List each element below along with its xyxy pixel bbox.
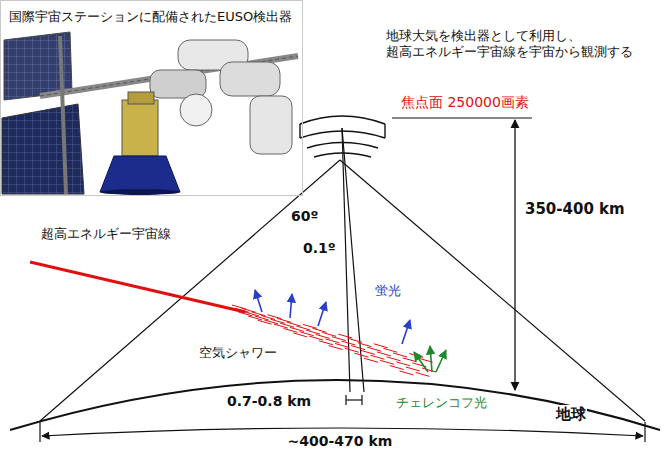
shower-stroke xyxy=(393,353,407,357)
shower-stroke xyxy=(422,368,436,372)
pixel-angle: 0.1º xyxy=(302,240,337,258)
shower-stroke xyxy=(303,324,317,328)
earth-surface xyxy=(10,380,660,430)
cherenkov-label: チェレンコフ光 xyxy=(395,395,488,411)
shower-stroke xyxy=(296,326,310,330)
shower-stroke xyxy=(248,316,262,320)
shower-stroke xyxy=(351,346,365,350)
cosmic-ray-label: 超高エネルギー宇宙線 xyxy=(40,226,172,242)
shower-stroke xyxy=(232,305,246,309)
fluorescence-label: 蛍光 xyxy=(374,283,402,299)
shower-stroke xyxy=(245,312,259,316)
cosmic-ray xyxy=(30,262,245,312)
shower-stroke xyxy=(367,347,381,351)
heading-note: 地球大気を検出器として利用し、 超高エネルギー宇宙線を宇宙から観測する xyxy=(385,28,649,59)
shower-stroke xyxy=(390,366,404,370)
shower-stroke xyxy=(341,341,355,345)
shower-stroke xyxy=(348,338,362,342)
shower-stroke xyxy=(300,332,314,336)
shower-stroke xyxy=(383,348,397,352)
shower-stroke xyxy=(251,312,265,316)
focal-level-line xyxy=(392,118,532,119)
shower-stroke xyxy=(322,332,336,336)
shower-stroke xyxy=(287,322,301,326)
shower-stroke xyxy=(242,308,256,312)
shower-stroke xyxy=(319,341,333,345)
altitude-arrow xyxy=(514,120,515,390)
shower-stroke xyxy=(358,343,372,347)
inset-panel: 国際宇宙ステーションに配備されたEUSO検出器 xyxy=(0,0,303,196)
shower-stroke xyxy=(396,362,410,366)
shower-stroke xyxy=(277,318,291,322)
shower-stroke xyxy=(329,346,343,350)
shower-stroke xyxy=(374,344,388,348)
focal-plane-label: 焦点面 250000画素 xyxy=(400,94,530,112)
shower-stroke xyxy=(325,339,339,343)
air-shower xyxy=(232,305,436,376)
field-angle: 60º xyxy=(290,208,319,226)
shower-stroke xyxy=(361,350,375,354)
shower-stroke xyxy=(335,343,349,347)
shower-stroke xyxy=(354,353,368,357)
shower-stroke xyxy=(316,334,330,338)
shower-stroke xyxy=(364,358,378,362)
inset-caption: 国際宇宙ステーションに配備されたEUSO検出器 xyxy=(9,9,292,25)
shower-stroke xyxy=(399,371,413,375)
shower-stroke xyxy=(416,372,430,376)
shower-stroke xyxy=(403,358,417,362)
shower-stroke xyxy=(306,330,320,334)
cherenkov-arrows xyxy=(414,346,446,372)
shower-stroke xyxy=(309,336,323,340)
earth-label: 地球 xyxy=(555,405,587,424)
pixel-footprint-dimension: 0.7-0.8 km xyxy=(226,393,312,411)
shower-stroke xyxy=(345,348,359,352)
field-of-view xyxy=(40,128,645,421)
shower-stroke xyxy=(338,334,352,338)
shower-stroke xyxy=(377,352,391,356)
shower-stroke xyxy=(406,367,420,371)
iss-illustration xyxy=(2,32,298,195)
shower-stroke xyxy=(332,337,346,341)
altitude-dimension: 350-400 km xyxy=(524,200,626,219)
shower-stroke xyxy=(380,360,394,364)
shower-stroke xyxy=(370,355,384,359)
shower-stroke xyxy=(387,357,401,361)
shower-stroke xyxy=(267,315,281,319)
air-shower-label: 空気シャワー xyxy=(198,345,278,361)
shower-stroke xyxy=(258,320,272,324)
shower-stroke xyxy=(313,328,327,332)
ground-span-label: ~400-470 km xyxy=(287,433,394,451)
